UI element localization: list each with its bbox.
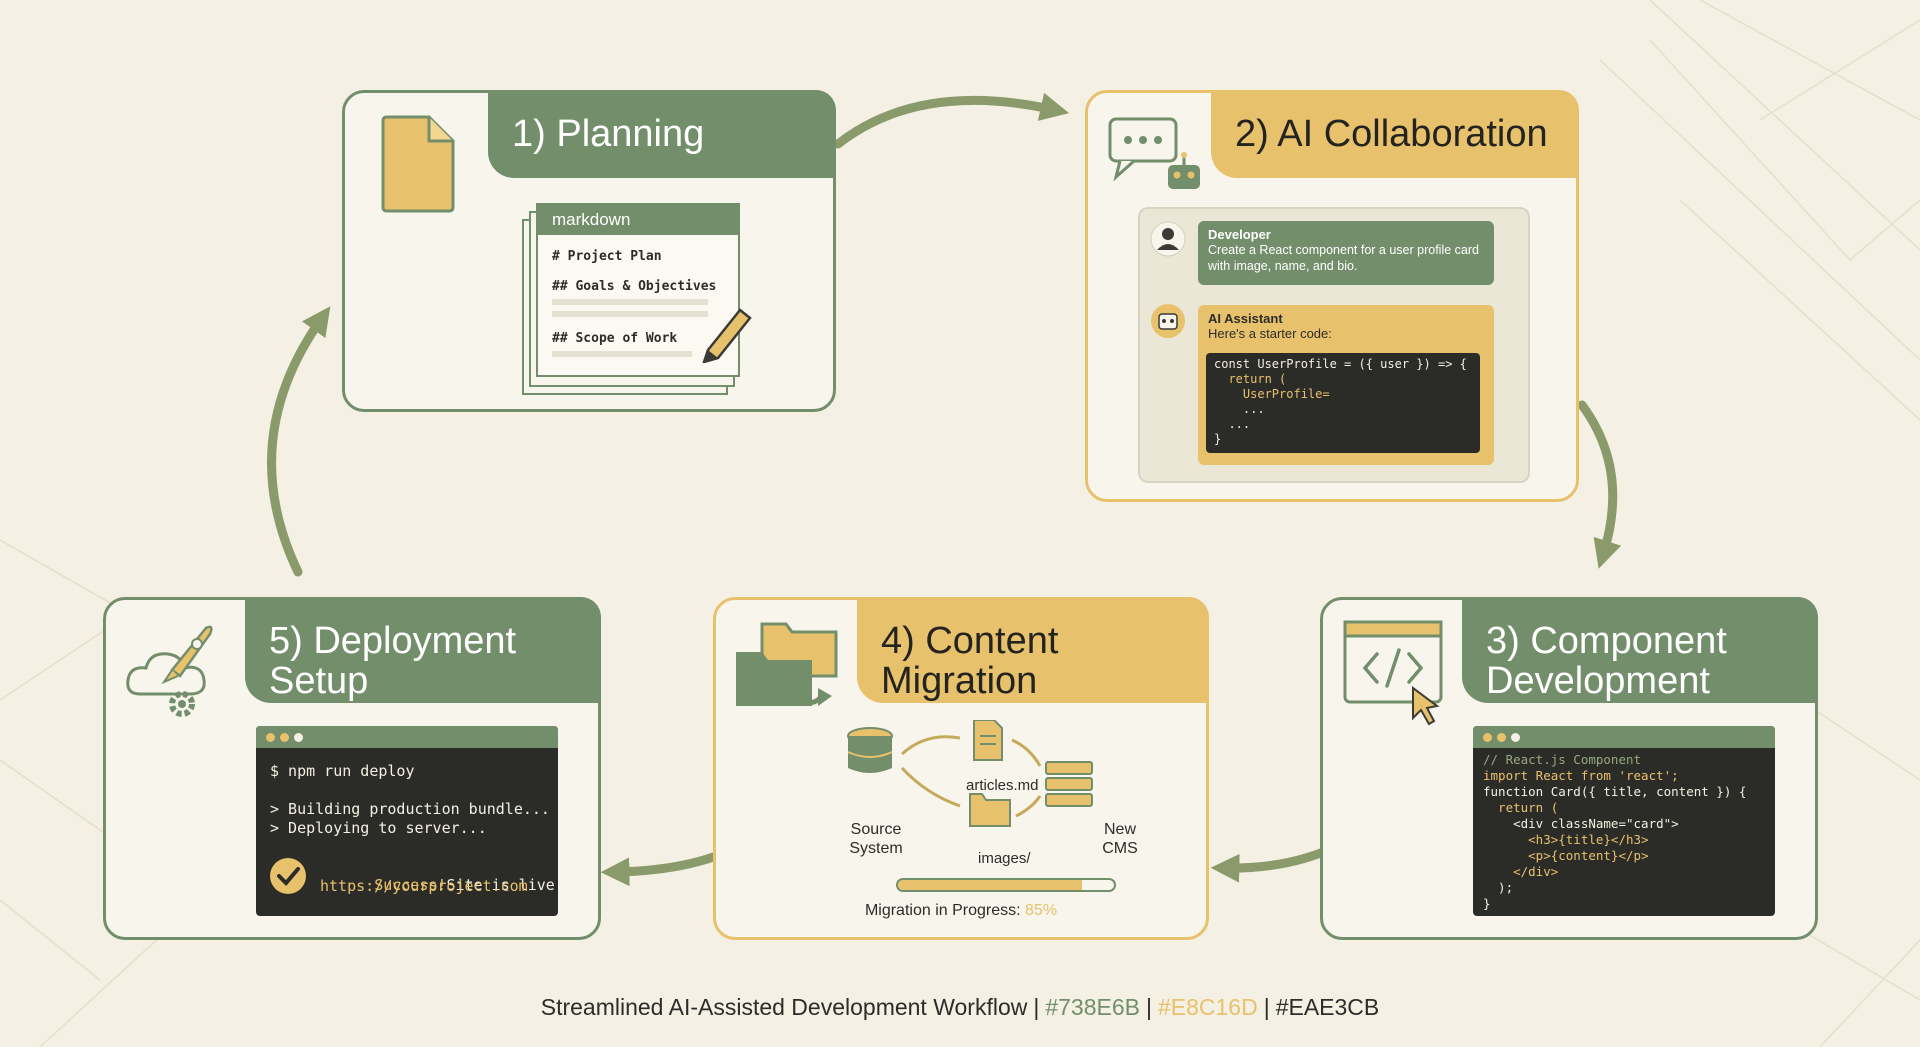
ai-code-line-6: } (1214, 432, 1222, 446)
source-database-icon (847, 727, 893, 773)
ai-collaboration-card: 2) AI Collaboration Developer Create a R… (1085, 90, 1579, 502)
footer-color-green: #738E6B (1045, 994, 1140, 1020)
component-code-line-1: // React.js Component (1483, 752, 1642, 767)
document-icon (381, 115, 455, 213)
ai-code-block: const UserProfile = ({ user }) => { retu… (1206, 353, 1480, 453)
developer-avatar-icon (1150, 221, 1186, 257)
deploy-success-rest: Site is live at (446, 876, 555, 894)
component-code-line-3: function Card({ title, content }) { (1483, 784, 1747, 799)
md-placeholder-line (552, 311, 708, 317)
deployment-setup-title: 5) Deployment Setup (245, 597, 601, 703)
ai-code-line-3: UserProfile= (1214, 387, 1330, 401)
migration-progress-text: Migration in Progress: 85% (716, 902, 1206, 920)
developer-message: Developer Create a React component for a… (1198, 221, 1494, 285)
arrow-ai-to-component (1577, 400, 1622, 569)
deploy-success-line: Success!Site is live at (320, 858, 558, 912)
articles-label: articles.md (966, 777, 1039, 794)
developer-text: Create a React component for a user prof… (1208, 243, 1479, 273)
chat-panel: Developer Create a React component for a… (1138, 207, 1530, 483)
md-line-2: ## Goals & Objectives (552, 279, 717, 294)
footer-caption-row: Streamlined AI-Assisted Development Work… (540, 994, 1380, 1020)
deploy-terminal: $ npm run deploy > Building production b… (256, 726, 558, 916)
component-development-title: 3) Component Development (1462, 597, 1818, 703)
article-file-icon (973, 720, 1003, 761)
folders-icon (736, 622, 838, 706)
component-code-line-2: import React from 'react'; (1483, 768, 1679, 783)
success-check-icon (270, 858, 306, 894)
md-line-1: # Project Plan (552, 249, 662, 264)
migration-progress-value: 85% (1025, 902, 1058, 919)
deploy-success-word: Success! (374, 876, 447, 894)
ai-code-line-5: ... (1214, 417, 1251, 431)
source-system-label: Source System (849, 821, 903, 857)
component-code-line-6: <h3>{title}</h3> (1483, 832, 1649, 847)
deploy-command: $ npm run deploy (270, 762, 415, 780)
component-code-line-5: <div className="card"> (1483, 816, 1679, 831)
component-development-card: 3) Component Development // React.js Com… (1320, 597, 1818, 940)
arrow-deployment-to-planning (267, 306, 331, 577)
developer-label: Developer (1208, 227, 1271, 242)
chat-robot-icon (1108, 117, 1200, 189)
ai-code-line-4: ... (1214, 402, 1265, 416)
ai-code-line-1: const UserProfile = ({ user }) => { (1214, 357, 1467, 371)
deploy-log-2: > Deploying to server... (270, 819, 487, 837)
ai-code-line-2: return ( (1214, 372, 1287, 386)
migration-flow-diagram (847, 720, 1093, 827)
ai-collaboration-title: 2) AI Collaboration (1211, 90, 1579, 178)
ai-message: AI Assistant Here's a starter code: cons… (1198, 305, 1494, 465)
migration-progress-track (896, 878, 1116, 892)
images-folder-icon (969, 793, 1011, 827)
md-placeholder-line (552, 299, 708, 305)
ai-text: Here's a starter code: (1208, 326, 1332, 341)
arrow-planning-to-ai (833, 92, 1070, 149)
footer-color-background: #EAE3CB (1275, 994, 1380, 1020)
deploy-log-1: > Building production bundle... (270, 800, 550, 818)
footer-caption: Streamlined AI-Assisted Development Work… (540, 994, 1028, 1020)
content-migration-card: 4) Content Migration Source System artic… (713, 597, 1209, 940)
ai-avatar-icon (1151, 304, 1185, 338)
component-code-line-8: </div> (1483, 864, 1559, 879)
planning-title: 1) Planning (488, 90, 836, 178)
migration-progress-fill (898, 880, 1082, 890)
migration-progress-label: Migration in Progress: (864, 902, 1021, 919)
deploy-url: https://yourproject.com (320, 877, 528, 895)
content-migration-title: 4) Content Migration (857, 597, 1209, 703)
markdown-document: markdown # Project Plan ## Goals & Objec… (536, 203, 740, 377)
md-placeholder-line (552, 351, 692, 357)
planning-card: 1) Planning markdown # Project Plan ## G… (342, 90, 836, 412)
code-window-icon (1343, 620, 1443, 726)
component-code-line-10: } (1483, 896, 1491, 911)
footer-color-yellow: #E8C16D (1157, 994, 1258, 1020)
ai-label: AI Assistant (1208, 311, 1283, 326)
markdown-tab: markdown (538, 205, 738, 235)
cms-server-icon (1045, 761, 1093, 807)
component-code-block: // React.js Component import React from … (1473, 726, 1775, 916)
deployment-setup-card: 5) Deployment Setup $ npm run deploy > B… (103, 597, 601, 940)
images-label: images/ (978, 850, 1031, 867)
component-code-line-9: ); (1483, 880, 1514, 895)
component-code-line-7: <p>{content}</p> (1483, 848, 1649, 863)
md-line-3: ## Scope of Work (552, 331, 678, 346)
pencil-icon (702, 308, 752, 363)
component-code-line-4: return ( (1483, 800, 1559, 815)
rocket-cloud-icon (126, 625, 213, 717)
new-cms-label: New CMS (1102, 821, 1138, 857)
